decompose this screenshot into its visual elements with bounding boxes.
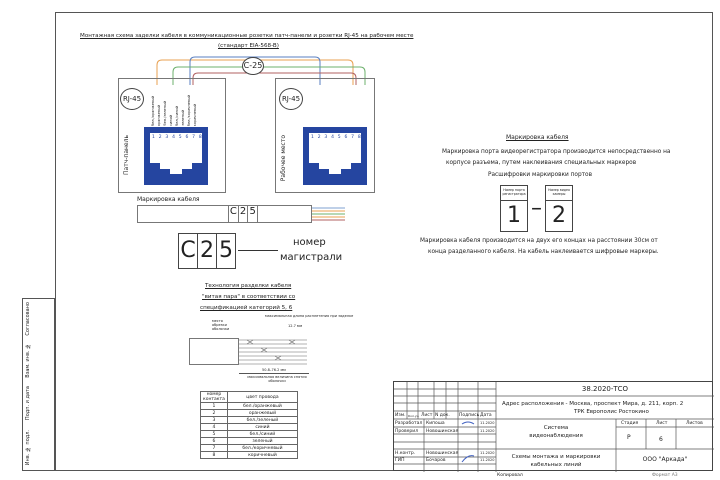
cable-marking-title: Маркировка кабеля xyxy=(137,196,200,203)
strip-char: 2 xyxy=(239,206,249,222)
stamp-date: 11.2020 xyxy=(480,421,495,425)
camera-box: Номер видео камеры 2 xyxy=(545,185,573,232)
marking-large: С 2 5 xyxy=(178,233,236,269)
side-stamp: Взам. инв. № xyxy=(25,343,31,378)
stamp-date: 11.2020 xyxy=(480,451,495,455)
pin-numbers: 1 2 3 4 5 6 7 8 xyxy=(152,135,203,140)
stage-header: Стадия xyxy=(621,421,639,426)
format-label: Формат А3 xyxy=(652,473,678,478)
stamp-role: Разработал xyxy=(395,421,423,426)
marking-char: 5 xyxy=(219,238,233,263)
right-socket-label: Рабочее место xyxy=(280,135,287,182)
wire-label: зеленый xyxy=(181,110,185,126)
untwist-value: 12.7 мм xyxy=(288,324,303,328)
drawing-title: Монтажная схема заделки кабеля в коммуни… xyxy=(80,33,414,39)
stamp-role: ГИП xyxy=(395,458,405,463)
port-marking-title: Маркировка кабеля xyxy=(506,134,569,141)
address: ТРК Европолис Ростокино xyxy=(574,409,649,415)
wire-label: бел./зеленый xyxy=(163,101,167,126)
sheet-value: 6 xyxy=(659,436,663,443)
stamp-header: Изм. xyxy=(395,413,406,418)
side-stamps: Согласовано Взам. инв. № Подп. и дата Ин… xyxy=(22,298,55,471)
drawing-subtitle: (стандарт EIA-568-B) xyxy=(218,43,279,49)
left-socket-panel xyxy=(118,78,226,193)
sheet-header: Лист xyxy=(656,421,668,426)
doc-code: 38.2020-ТСО xyxy=(581,385,629,393)
stamp-date: 11.2020 xyxy=(480,429,495,433)
wire-label: бел./синий xyxy=(175,106,179,126)
marking-char: 2 xyxy=(198,234,217,268)
dash: – xyxy=(531,196,542,221)
right-socket: 1 2 3 4 5 6 7 8 xyxy=(303,127,367,185)
marking-caption: номер xyxy=(293,237,326,248)
stage-value: Р xyxy=(627,434,631,441)
stamp-person: Бочаров xyxy=(426,458,446,463)
wire-label: синий xyxy=(169,114,173,126)
subtitle: Расшифровки маркировки портов xyxy=(488,172,593,178)
side-stamp-column xyxy=(22,298,55,471)
sheets-header: Листов xyxy=(686,421,703,426)
stamp-header: Кол.уч. xyxy=(408,414,420,418)
title-block: 38.2020-ТСО Адрес расположения - Москва,… xyxy=(393,381,714,472)
port-box: Номер порта регистратора 1 xyxy=(500,185,528,232)
wire-label: бел./оранжевый xyxy=(151,95,155,126)
wire-label: коричневый xyxy=(193,103,197,126)
system-name: Система xyxy=(543,425,569,431)
doc-name: Схемы монтажа и маркировки xyxy=(511,454,601,460)
doc-name: кабельных линий xyxy=(530,462,582,468)
stamp-role: Н.контр. xyxy=(395,451,416,456)
side-stamp: Подп. и дата xyxy=(25,386,31,421)
rj45-badge-left: RJ-45 xyxy=(120,88,144,110)
stamp-person: Новошинская xyxy=(426,429,459,434)
side-stamp: Инв. № подл. xyxy=(25,430,31,466)
stamp-header: Лист xyxy=(421,413,433,418)
cable-wire-ends xyxy=(312,207,345,221)
address: Адрес расположения - Москва, проспект Ми… xyxy=(502,401,684,407)
company: ООО "Аркада" xyxy=(642,456,688,463)
untwist-label: максимальная длина расплетения при задел… xyxy=(265,314,354,318)
system-name: видеонаблюдения xyxy=(529,433,583,439)
paragraph: Маркировка кабеля производится на двух е… xyxy=(420,238,658,244)
left-socket-label: Патч-панель xyxy=(123,135,130,175)
right-socket-panel xyxy=(275,78,375,193)
stamp-person: Новошинская xyxy=(426,451,459,456)
tech-title: "витая пара" в соответствии со xyxy=(202,294,296,300)
paragraph: конца разделанного кабеля. На кабель нак… xyxy=(428,249,659,255)
arrow xyxy=(238,250,278,251)
stamp-person: Кипоша xyxy=(426,421,445,426)
untwisted-wires xyxy=(239,339,307,365)
copied-label: Копировал xyxy=(497,473,523,478)
stamp-header: Дата xyxy=(480,413,492,418)
marking-caption: магистрали xyxy=(280,252,343,263)
tech-title: Технология разделки кабеля xyxy=(205,283,292,289)
strip-value: 50.8–76.2 мм xyxy=(262,368,286,372)
cable-jacket xyxy=(189,338,239,365)
cable-id-badge: С-25 xyxy=(242,57,264,75)
paragraph: корпусе разъема, путем наклеивания специ… xyxy=(446,160,637,166)
stamp-date: 11.2020 xyxy=(480,458,495,462)
wire-label: оранжевый xyxy=(157,104,161,126)
stamp-header: N док. xyxy=(435,413,450,418)
drawing-frame xyxy=(55,12,713,471)
strip-char: 5 xyxy=(249,206,256,217)
stamp-role: Проверил xyxy=(395,429,419,434)
wire-label: бел./коричневый xyxy=(187,94,191,126)
strip-label: максимальная величина снятия оболочки xyxy=(247,375,307,383)
left-socket: 1 2 3 4 5 6 7 8 xyxy=(144,127,208,185)
wire-labels-left: бел./оранжевый оранжевый бел./зеленый си… xyxy=(151,90,202,126)
pin-numbers: 1 2 3 4 5 6 7 8 xyxy=(311,135,362,140)
strip-char: С xyxy=(229,206,239,222)
cable-strip: С 2 5 xyxy=(137,205,312,223)
cut-label: место обрезки оболочки xyxy=(212,319,230,331)
side-stamp: Согласовано xyxy=(25,302,31,336)
marking-char: С xyxy=(179,234,198,268)
rj45-badge-right: RJ-45 xyxy=(279,88,303,110)
stamp-header: Подпись xyxy=(459,413,480,418)
tech-title: спецификацией категорий 5, 6 xyxy=(200,305,293,311)
paragraph: Маркировка порта видеорегистратора произ… xyxy=(442,149,671,155)
